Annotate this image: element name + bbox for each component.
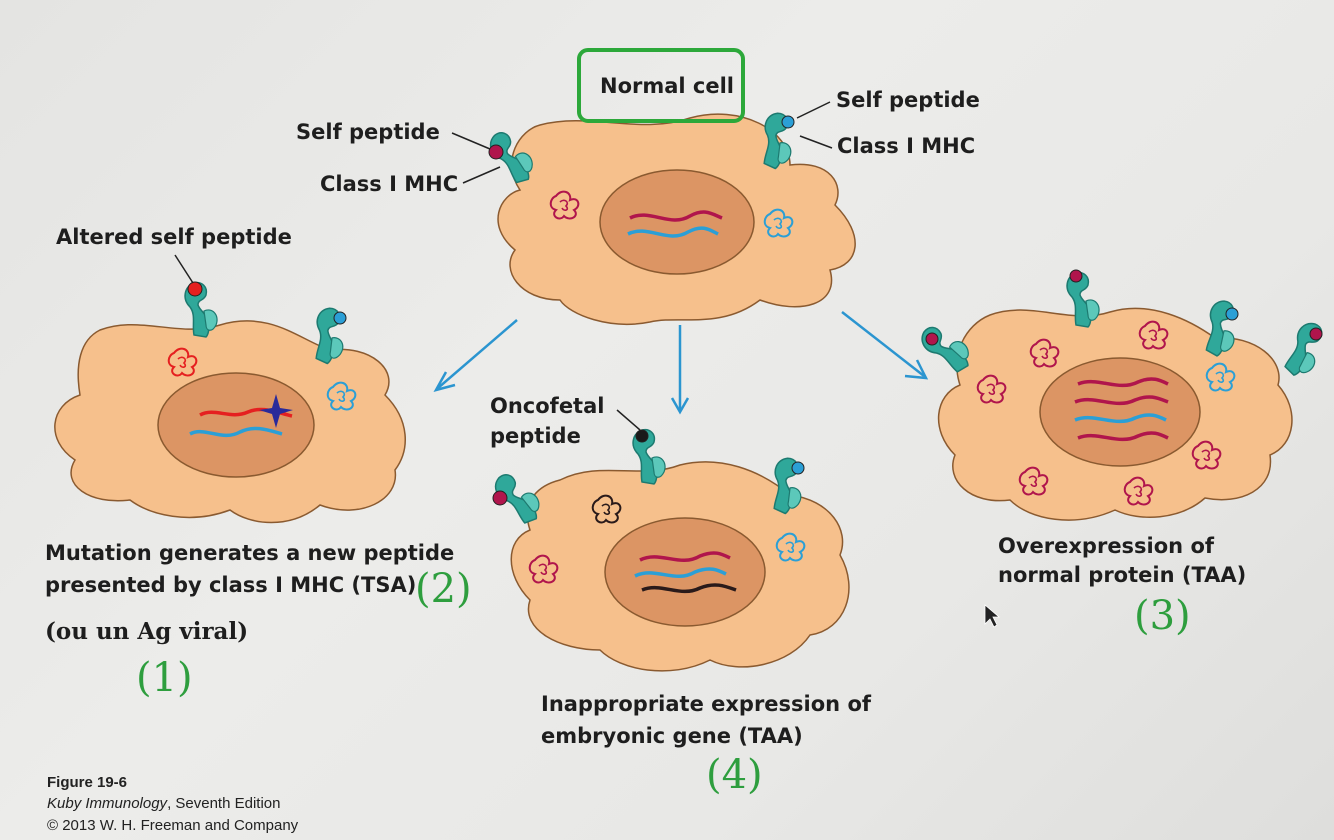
leader-line <box>451 132 491 150</box>
self-peptide-label-left: Self peptide <box>296 120 440 144</box>
nucleus <box>604 517 766 627</box>
overexpression-cell <box>916 269 1334 521</box>
mhc-receptor-icon <box>1275 317 1334 383</box>
self-peptide-blue <box>781 115 795 129</box>
normal-cell-box <box>577 48 745 123</box>
dna-blue <box>627 226 719 238</box>
nucleus <box>599 169 755 275</box>
book-edition: , Seventh Edition <box>167 795 281 812</box>
self-peptide <box>925 332 939 346</box>
arrow-right-head <box>904 359 929 380</box>
dna-blue <box>189 426 283 438</box>
dna-embryonic <box>641 583 737 594</box>
embryonic-caption-line2: embryonic gene (TAA) <box>541 724 803 748</box>
class-mhc-label-left: Class I MHC <box>320 172 459 196</box>
dna-red <box>629 210 723 222</box>
leader-line <box>174 254 194 284</box>
altered-self-peptide-label: Altered self peptide <box>56 225 292 249</box>
leader-line <box>462 166 501 184</box>
dna-red <box>639 551 731 562</box>
self-peptide-blue <box>791 461 805 475</box>
dna-blue <box>1074 413 1167 424</box>
self-peptide-blue <box>333 311 347 325</box>
mutation-caption-line1: Mutation generates a new peptide <box>45 541 455 565</box>
leader-line <box>616 409 641 431</box>
viral-annotation: (ou un Ag viral) <box>45 618 249 645</box>
embryonic-caption-line1: Inappropriate expression of <box>541 692 872 716</box>
dna-blue <box>634 567 727 578</box>
self-peptide <box>1069 269 1083 283</box>
nucleus <box>157 372 315 478</box>
oncofetal-label-line2: peptide <box>490 424 581 448</box>
arrow-right <box>841 311 925 377</box>
normal-cell-label: Normal cell <box>600 74 735 98</box>
number-2: (2) <box>415 566 472 612</box>
overexpression-caption-line1: Overexpression of <box>998 534 1215 558</box>
number-1: (1) <box>136 655 193 701</box>
self-peptide <box>488 144 504 160</box>
self-peptide <box>492 490 508 506</box>
arrow-left <box>437 319 518 389</box>
oncofetal-label-line1: Oncofetal <box>490 394 605 418</box>
overexpression-caption-line2: normal protein (TAA) <box>998 563 1247 587</box>
class-mhc-label-right: Class I MHC <box>837 134 976 158</box>
nucleus <box>1039 357 1201 467</box>
self-peptide-label-right: Self peptide <box>836 88 980 112</box>
oncofetal-peptide <box>635 429 649 443</box>
leader-line <box>799 135 833 149</box>
number-3: (3) <box>1134 593 1191 639</box>
figure-label: Figure 19-6 <box>47 774 128 791</box>
mutation-star-icon <box>259 394 293 428</box>
normal-cell <box>485 109 856 325</box>
cursor-icon <box>984 604 1001 628</box>
mutated-cell <box>54 281 406 524</box>
arrow-down-head <box>670 397 690 415</box>
number-4: (4) <box>706 752 763 798</box>
self-peptide-blue <box>1225 307 1239 321</box>
dna-red <box>1077 431 1169 442</box>
figure-source: Kuby Immunology, Seventh Edition <box>47 793 280 815</box>
figure-copyright: © 2013 W. H. Freeman and Company <box>47 817 299 834</box>
dna-red <box>1074 395 1169 406</box>
arrows <box>433 311 929 415</box>
embryonic-cell <box>490 428 850 672</box>
arrow-left-head <box>433 371 456 392</box>
dna-red <box>1077 377 1169 388</box>
book-title: Kuby Immunology <box>47 795 168 812</box>
mutation-caption-line2: presented by class I MHC (TSA) <box>45 573 417 597</box>
leader-line <box>796 101 831 119</box>
altered-peptide <box>187 281 203 297</box>
self-peptide <box>1309 327 1323 341</box>
